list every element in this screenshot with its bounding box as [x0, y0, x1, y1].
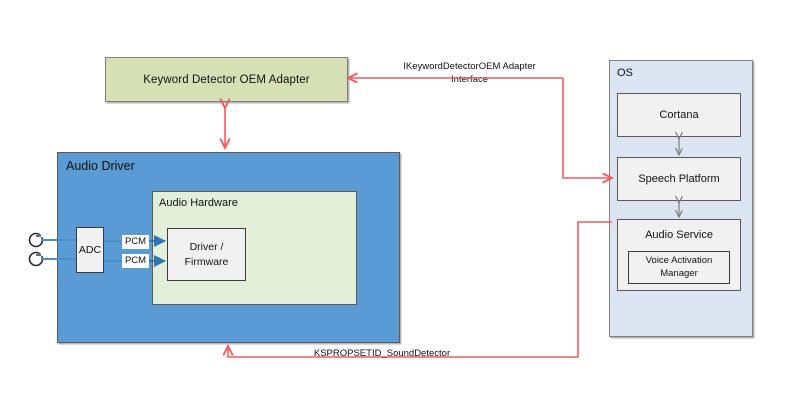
adc-label: ADC [78, 244, 102, 256]
ikeyword-interface-line2: Interface [451, 73, 488, 85]
vam-line2: Manager [660, 267, 698, 279]
ikeyword-interface-line1: IKeywordDetectorOEM Adapter [403, 61, 536, 72]
adc-box[interactable]: ADC [76, 227, 104, 273]
speech-platform-label: Speech Platform [638, 173, 720, 185]
driver-firmware-line1: Driver / [189, 241, 224, 254]
speech-platform-box[interactable]: Speech Platform [617, 157, 741, 201]
vam-line1: Voice Activation [645, 255, 713, 267]
pcm-label-bottom: PCM [122, 254, 149, 268]
audio-hardware-title: Audio Hardware [159, 197, 238, 209]
os-title: OS [617, 67, 633, 79]
keyword-detector-oem-adapter-label: Keyword Detector OEM Adapter [143, 73, 310, 86]
driver-firmware-label: Driver /Firmware [185, 240, 229, 268]
ikeyword-interface-label: IKeywordDetectorOEM Adapter Interface [382, 61, 557, 87]
driver-firmware-box[interactable]: Driver /Firmware [167, 228, 246, 281]
microphone-icon-bottom [28, 251, 44, 267]
driver-firmware-line2: Firmware [184, 255, 229, 268]
cortana-box[interactable]: Cortana [617, 93, 741, 137]
ikeyword-interface-connector-right [562, 78, 612, 178]
keyword-detector-oem-adapter-box[interactable]: Keyword Detector OEM Adapter [105, 57, 348, 102]
pcm-label-top: PCM [122, 235, 149, 249]
microphone-icon-top [28, 232, 44, 248]
cortana-label: Cortana [659, 109, 699, 121]
audio-service-label: Audio Service [645, 229, 713, 241]
ksproperty-label: KSPROPSETID_SoundDetector [290, 348, 474, 361]
audio-driver-title: Audio Driver [66, 159, 135, 173]
